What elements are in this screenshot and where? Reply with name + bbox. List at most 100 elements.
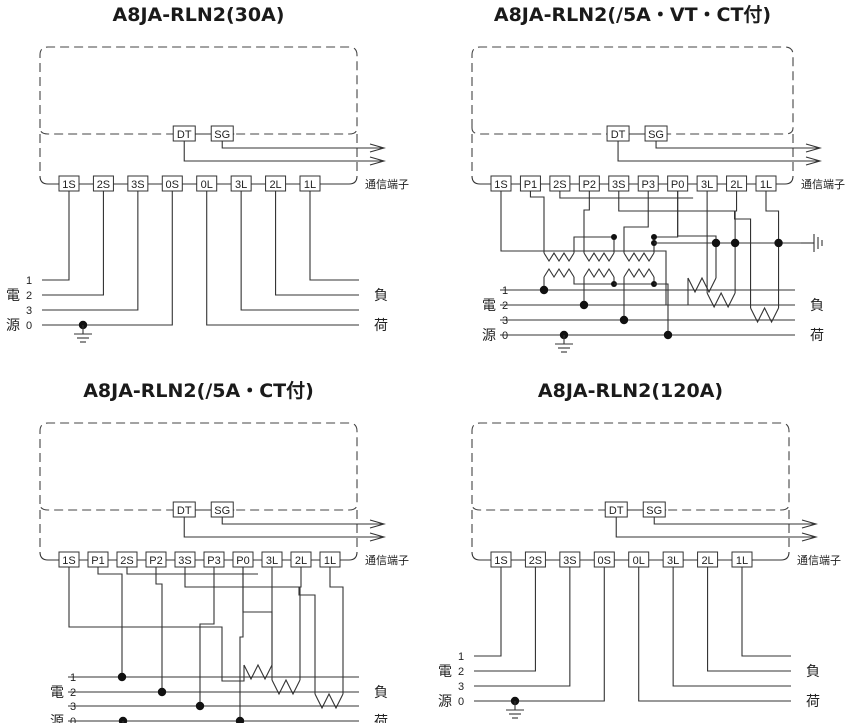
terminal-label: 3L bbox=[235, 179, 247, 191]
vt-primary-coil-1 bbox=[543, 267, 575, 279]
wire-2S bbox=[559, 191, 694, 199]
vt-neutral bbox=[654, 283, 669, 335]
wire-2L bbox=[707, 567, 791, 672]
load-label-2: 荷 bbox=[810, 328, 824, 344]
arrow-head-icon bbox=[805, 143, 823, 153]
terminal-label: 2S bbox=[120, 555, 133, 567]
junction-dot bbox=[663, 330, 673, 340]
comm-line-sg bbox=[221, 141, 384, 149]
wire-1L bbox=[765, 191, 780, 308]
vt-pri-common-1 bbox=[573, 277, 615, 285]
wire-2S bbox=[42, 191, 104, 296]
terminal-label: 2L bbox=[730, 179, 742, 191]
load-labels: 負荷 bbox=[374, 288, 388, 334]
arrow-head-icon bbox=[801, 519, 819, 529]
ct-coil-2 bbox=[271, 678, 301, 696]
terminal-1S: 1S bbox=[58, 175, 80, 192]
terminal-label: 3L bbox=[266, 555, 278, 567]
line-number-2: 2 bbox=[502, 300, 508, 312]
line-number-2: 2 bbox=[26, 290, 32, 302]
ground-icon bbox=[506, 701, 524, 719]
comm-line-dt bbox=[183, 141, 384, 162]
terminal-label: 2S bbox=[97, 179, 110, 191]
wire-P0-ct bbox=[677, 191, 717, 278]
line-number-0: 0 bbox=[70, 716, 76, 723]
wire-3S bbox=[474, 567, 571, 687]
load-labels: 負荷 bbox=[810, 298, 824, 344]
terminal-P3: P3 bbox=[637, 175, 659, 192]
terminal-label: 0S bbox=[598, 555, 611, 567]
wire-1S bbox=[474, 567, 502, 657]
terminal-label: 2L bbox=[295, 555, 307, 567]
load-label-2: 荷 bbox=[374, 714, 388, 723]
terminal-label: 2S bbox=[529, 555, 542, 567]
terminal-SG: SG bbox=[210, 125, 234, 142]
terminal-0L: 0L bbox=[628, 551, 650, 568]
terminal-SG: SG bbox=[642, 501, 666, 518]
enclosure-outline bbox=[471, 422, 790, 511]
rail-corner-left bbox=[39, 551, 49, 561]
wire-1S bbox=[500, 191, 689, 306]
junction-dot bbox=[774, 238, 783, 248]
wire-0S bbox=[42, 191, 173, 326]
source-label-1: 電 bbox=[438, 664, 452, 680]
rail-corner-right bbox=[780, 551, 790, 561]
vt-sec-common-1 bbox=[573, 236, 614, 253]
line-number-1: 1 bbox=[70, 672, 76, 684]
load-label-1: 負 bbox=[806, 664, 820, 680]
junction-dot bbox=[117, 672, 127, 682]
terminal-label: 0L bbox=[633, 555, 645, 567]
line-number-0: 0 bbox=[502, 330, 508, 342]
wire-2L bbox=[734, 191, 738, 293]
diagram-title: A8JA-RLN2(/5A・CT付) bbox=[83, 379, 314, 402]
terminal-2S: 2S bbox=[92, 175, 114, 192]
source-label-2: 源 bbox=[6, 318, 20, 334]
terminal-label: 1S bbox=[494, 555, 507, 567]
wire-1S bbox=[42, 191, 70, 281]
terminal-label: 3S bbox=[178, 555, 191, 567]
terminal-label: 2S bbox=[553, 179, 566, 191]
arrow-head-icon bbox=[805, 156, 823, 166]
mask bbox=[604, 502, 667, 503]
terminal-label: DT bbox=[611, 129, 626, 141]
terminal-3S: 3S bbox=[127, 175, 149, 192]
terminal-P0: P0 bbox=[232, 551, 254, 568]
load-label-2: 荷 bbox=[806, 694, 820, 710]
terminal-label: SG bbox=[646, 505, 662, 517]
ground-icon bbox=[555, 335, 573, 353]
terminal-1L: 1L bbox=[319, 551, 341, 568]
ct-coil-2 bbox=[706, 291, 736, 309]
wire-1S bbox=[68, 567, 245, 682]
terminal-label: P1 bbox=[91, 555, 104, 567]
terminal-label: DT bbox=[609, 505, 624, 517]
wire-3S bbox=[618, 191, 752, 308]
wire-3S bbox=[42, 191, 139, 311]
arrow-head-icon bbox=[369, 143, 387, 153]
ct-coil-1 bbox=[687, 276, 717, 294]
ct-coil-1 bbox=[243, 663, 273, 681]
mask bbox=[172, 502, 235, 503]
terminal-DT: DT bbox=[172, 125, 196, 142]
wire-P3 bbox=[199, 567, 215, 706]
terminal-label: 2L bbox=[701, 555, 713, 567]
source-label-1: 電 bbox=[50, 685, 64, 701]
terminal-label: 3L bbox=[701, 179, 713, 191]
terminal-3L: 3L bbox=[261, 551, 283, 568]
terminal-3S: 3S bbox=[174, 551, 196, 568]
terminal-1S: 1S bbox=[490, 175, 512, 192]
terminal-label: 1S bbox=[494, 179, 507, 191]
mask bbox=[172, 126, 235, 127]
terminal-3S: 3S bbox=[608, 175, 630, 192]
terminal-label: 3S bbox=[563, 555, 576, 567]
arrow-head-icon bbox=[369, 532, 387, 542]
terminal-label: P3 bbox=[641, 179, 654, 191]
terminal-label: 1S bbox=[62, 179, 75, 191]
vt-secondary-coil-2 bbox=[583, 251, 615, 263]
comm-line-dt bbox=[617, 141, 820, 162]
